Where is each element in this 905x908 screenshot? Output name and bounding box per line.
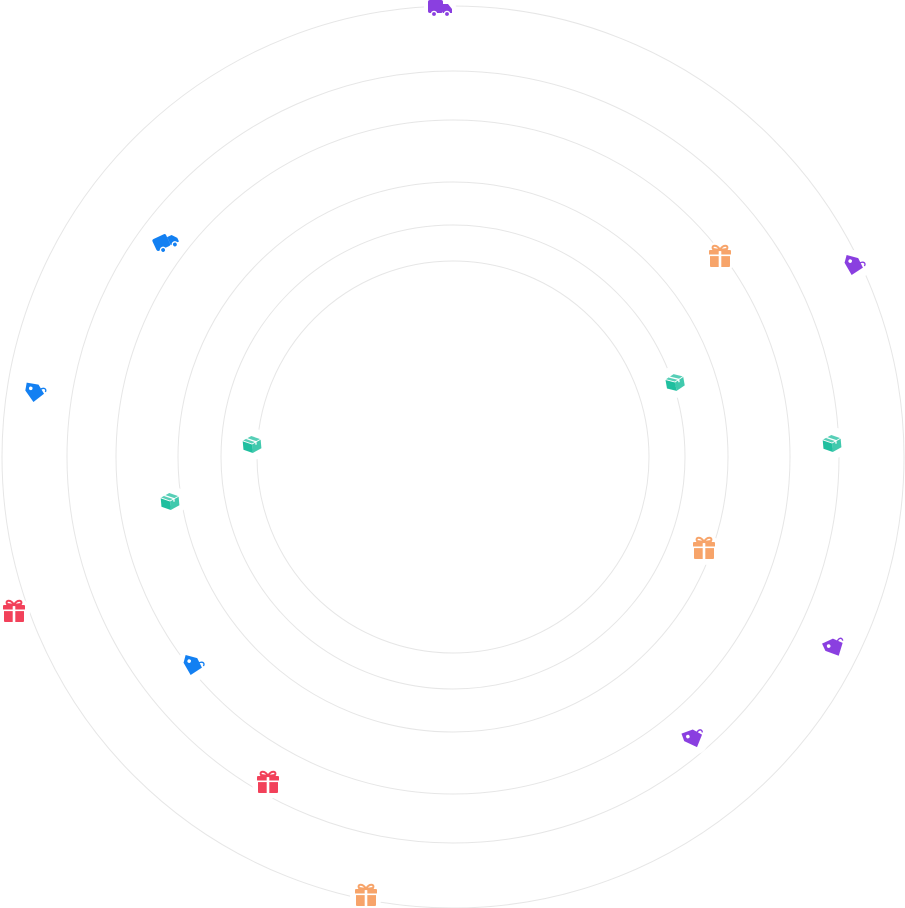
orbit-ring (66, 70, 840, 844)
box-icon (160, 493, 180, 510)
orbit-ring (220, 224, 686, 690)
gift-icon (3, 599, 25, 622)
orbit-icon-slot (816, 427, 848, 459)
gift-icon (693, 536, 715, 559)
orbit-icon-slot (677, 723, 709, 755)
orbit-ring (1, 5, 905, 908)
orbit-icon-slot (350, 880, 382, 908)
box-icon (822, 435, 842, 452)
tag-icon (681, 729, 704, 748)
gift-icon (257, 770, 279, 793)
orbit-icon-slot (154, 485, 186, 517)
orbit-icon-slot (150, 226, 182, 258)
tag-icon (844, 254, 866, 275)
gift-icon (355, 883, 377, 906)
orbit-icon-slot (837, 250, 869, 282)
orbit-ring (256, 260, 650, 654)
orbit-icon-slot (0, 596, 30, 628)
tag-icon (25, 382, 47, 403)
orbit-icon-slot (818, 632, 850, 664)
icon-layer (0, 0, 869, 908)
truck-icon (152, 234, 179, 254)
tag-icon (183, 654, 205, 675)
gift-icon (709, 244, 731, 267)
orbit-icon-slot (18, 377, 50, 409)
orbit-icon-slot (176, 650, 208, 682)
orbit-ring (115, 119, 791, 795)
box-icon (242, 436, 262, 453)
orbit-icon-slot (236, 428, 268, 460)
orbit-icon-slot (424, 0, 456, 24)
orbit-icon-slot (252, 767, 284, 799)
orbit-rings (1, 5, 905, 908)
orbit-icon-slot (659, 366, 691, 398)
orbit-ring (177, 181, 729, 733)
orbit-icon-slot (688, 533, 720, 565)
box-icon (665, 374, 685, 391)
truck-icon (428, 0, 452, 18)
orbit-icon-slot (704, 241, 736, 273)
tag-icon (822, 637, 844, 656)
